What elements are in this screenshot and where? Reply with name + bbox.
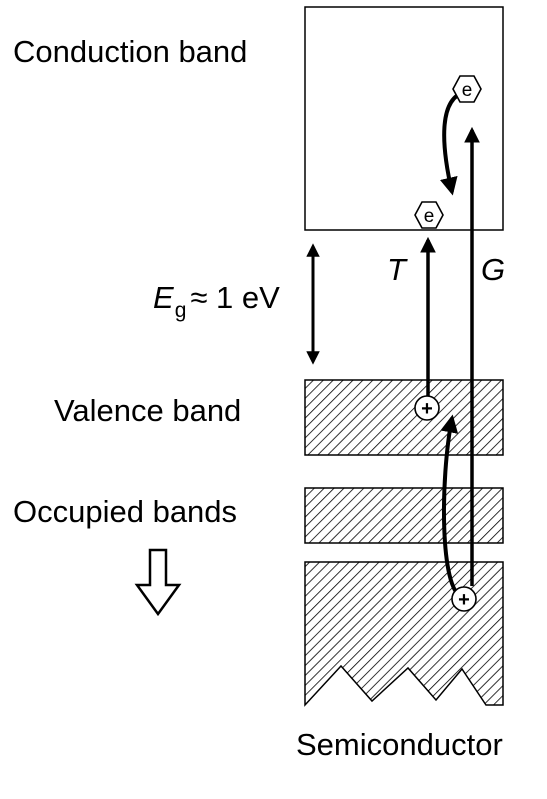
hole-deep: + (451, 586, 477, 612)
valence-band-label: Valence band (54, 393, 242, 428)
electron-low-symbol: e (424, 206, 435, 227)
bandgap-value: ≈ 1 eV (190, 280, 280, 315)
hole-valence: + (414, 395, 440, 421)
bandgap-symbol: E (153, 280, 174, 315)
conduction-band-box (304, 6, 504, 231)
bandgap-label: Eg≈ 1 eV (153, 280, 280, 322)
material-label: Semiconductor (296, 727, 503, 762)
electron-high: e (452, 75, 482, 103)
hole-relaxation-arrow (440, 414, 464, 599)
electron-high-symbol: e (462, 80, 473, 101)
hole-valence-symbol: + (421, 398, 433, 420)
electron-low: e (414, 201, 444, 229)
bandgap-subscript: g (174, 299, 187, 322)
transition-G-label: G (481, 252, 506, 287)
occupied-bands-label: Occupied bands (13, 494, 238, 529)
hole-deep-symbol: + (458, 589, 470, 611)
conduction-band-label: Conduction band (13, 34, 248, 69)
down-arrow-icon (134, 548, 182, 617)
valence-band-box (304, 379, 504, 456)
transition-T-label: T (387, 252, 406, 287)
occupied-band-box (304, 487, 504, 544)
